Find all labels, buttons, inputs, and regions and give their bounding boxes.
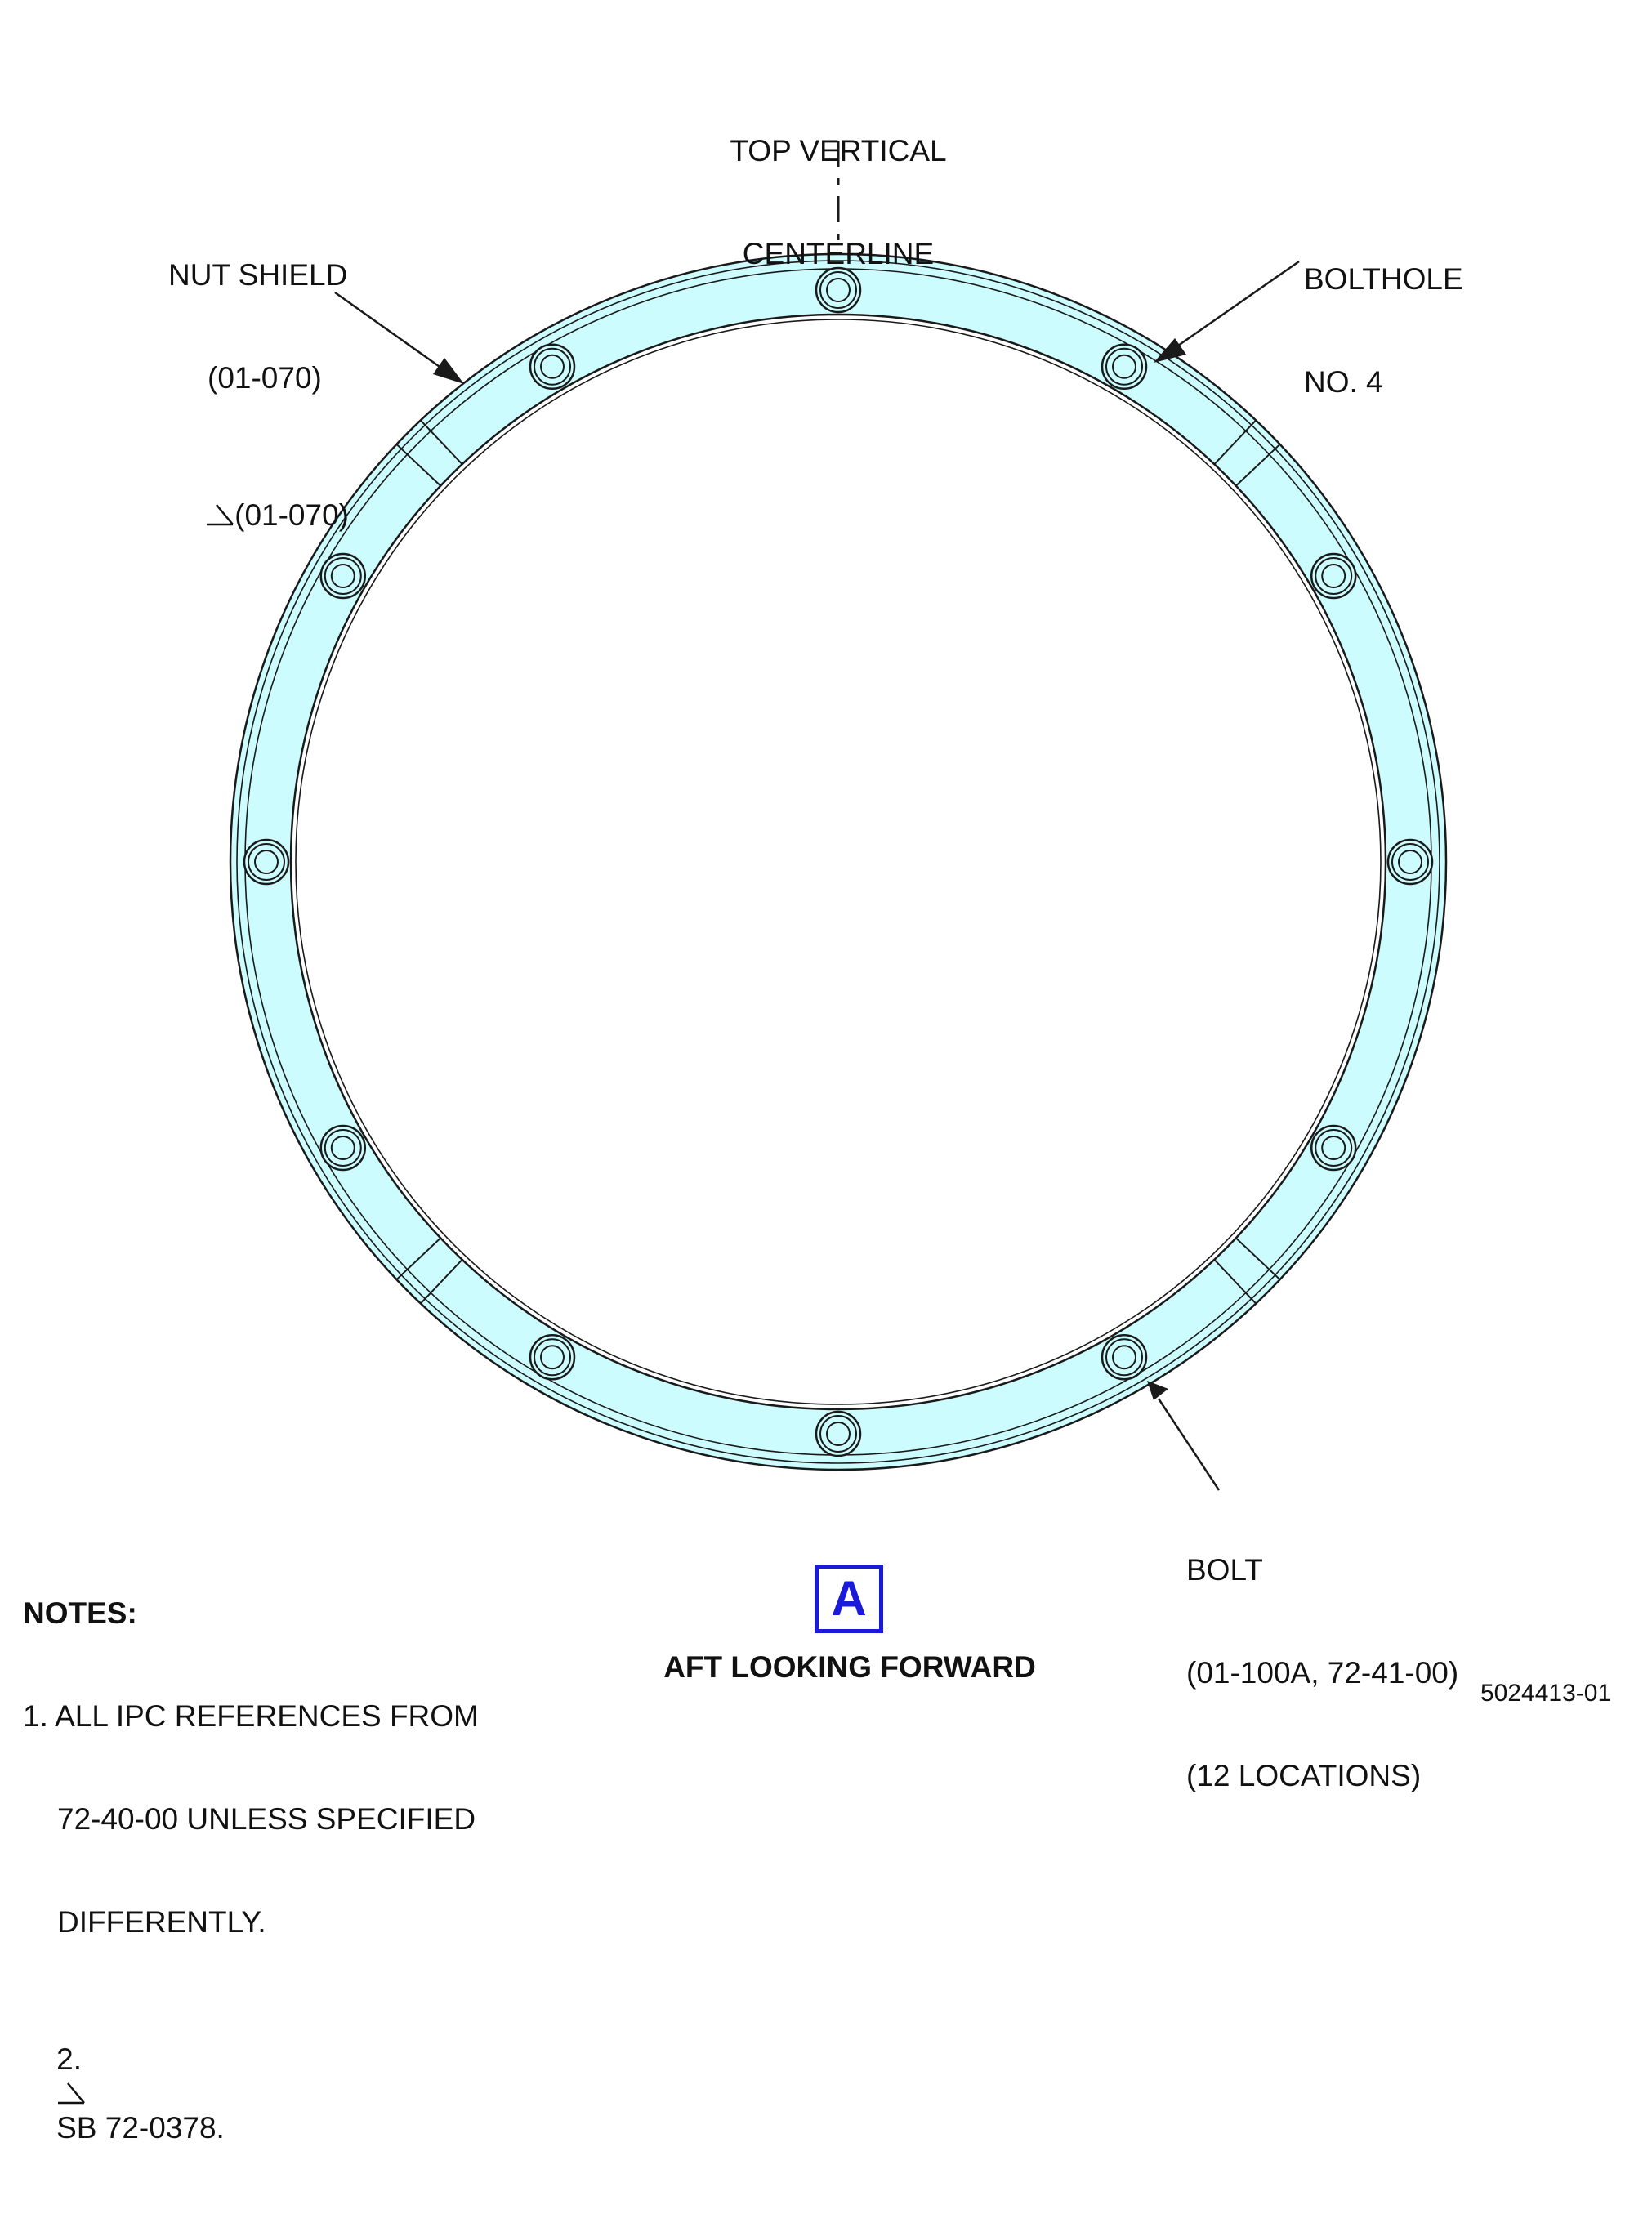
bolt-head	[826, 1422, 851, 1446]
segment-split-line	[1235, 444, 1281, 487]
bolt-head	[540, 354, 565, 379]
top-centerline-line2: CENTERLINE	[742, 237, 935, 270]
bolt-ref: (01-100A, 72-41-00)	[1186, 1656, 1459, 1690]
bolt-head	[1112, 354, 1136, 379]
view-caption: AFT LOOKING FORWARD	[663, 1650, 1036, 1684]
bolt-head	[534, 1338, 571, 1377]
bolt-count: (12 LOCATIONS)	[1186, 1759, 1422, 1792]
bolt-label: BOLT (01-100A, 72-41-00) (12 LOCATIONS)	[1186, 1484, 1458, 1828]
note-2-prefix: 2.	[56, 2042, 82, 2076]
notes-heading: NOTES:	[23, 1596, 137, 1630]
bolt-head	[324, 1129, 362, 1167]
revision-delta-icon	[207, 504, 234, 526]
bolthole-line1: BOLTHOLE	[1304, 262, 1463, 296]
bolt-head	[1391, 843, 1429, 881]
bolt-head	[324, 557, 362, 595]
segment-split-line	[395, 1237, 441, 1280]
bolt-head	[1321, 564, 1346, 588]
notes-block: NOTES: 1. ALL IPC REFERENCES FROM 72-40-…	[23, 1528, 479, 2214]
nut-shield-ring	[229, 252, 1448, 1471]
bolt-leader	[1147, 1381, 1221, 1491]
bolt-head	[1315, 557, 1353, 595]
ring-edge	[229, 252, 1448, 1471]
bolt-name: BOLT	[1186, 1553, 1263, 1587]
bolt-locations	[243, 266, 1434, 1457]
nut-shield-ring-diagram	[229, 141, 1448, 1491]
ring-edge	[236, 260, 1440, 1464]
segment-split-line	[1213, 419, 1257, 465]
nut-shield-label: NUT SHIELD (01-070) (01-070)	[168, 190, 349, 601]
bolthole-leader	[1154, 260, 1300, 363]
top-centerline-line1: TOP VERTICAL	[730, 134, 947, 167]
bolthole-line2: NO. 4	[1304, 365, 1383, 399]
bolt-head	[819, 1415, 857, 1453]
nut-shield-leader	[334, 291, 464, 384]
bolt-head	[819, 271, 857, 309]
bolt-head	[540, 1345, 565, 1370]
note-1-line2: 72-40-00 UNLESS SPECIFIED	[57, 1802, 476, 1836]
note-2: 2. SB 72-0378.	[23, 2008, 479, 2180]
bolt-head	[1112, 1345, 1136, 1370]
bolt-head	[534, 347, 571, 386]
bolt-head	[248, 843, 285, 881]
bolt-head	[1315, 1129, 1353, 1167]
bolt-head	[1321, 1136, 1346, 1160]
segment-split-line	[395, 444, 441, 487]
bolt-head	[330, 564, 355, 588]
segment-split-line	[1213, 1259, 1257, 1305]
nut-shield-ref1: (01-070)	[208, 361, 322, 395]
ring-edge	[295, 319, 1382, 1405]
bolt-head	[1105, 347, 1143, 386]
nut-shield-ref2: (01-070)	[234, 498, 349, 532]
ring-edge	[289, 313, 1387, 1411]
figure-id: 5024413-01	[1480, 1680, 1612, 1707]
bolt-head	[1398, 850, 1422, 874]
view-letter-box: A	[815, 1565, 883, 1633]
nut-shield-name: NUT SHIELD	[168, 258, 348, 292]
segment-split-line	[1235, 1237, 1281, 1280]
revision-delta-icon	[58, 2082, 86, 2105]
note-2-text: SB 72-0378.	[56, 2111, 225, 2145]
note-1-line1: 1. ALL IPC REFERENCES FROM	[23, 1699, 479, 1733]
note-1-line3: DIFFERENTLY.	[57, 1905, 266, 1939]
segment-split-line	[420, 419, 463, 465]
bolt-head	[254, 850, 279, 874]
bolthole-label: BOLTHOLE NO. 4	[1304, 194, 1463, 434]
top-centerline-label: TOP VERTICAL CENTERLINE	[724, 65, 953, 306]
bolt-head	[1105, 1338, 1143, 1377]
segment-split-line	[420, 1259, 463, 1305]
bolt-head	[826, 278, 851, 302]
bolt-head	[330, 1136, 355, 1160]
